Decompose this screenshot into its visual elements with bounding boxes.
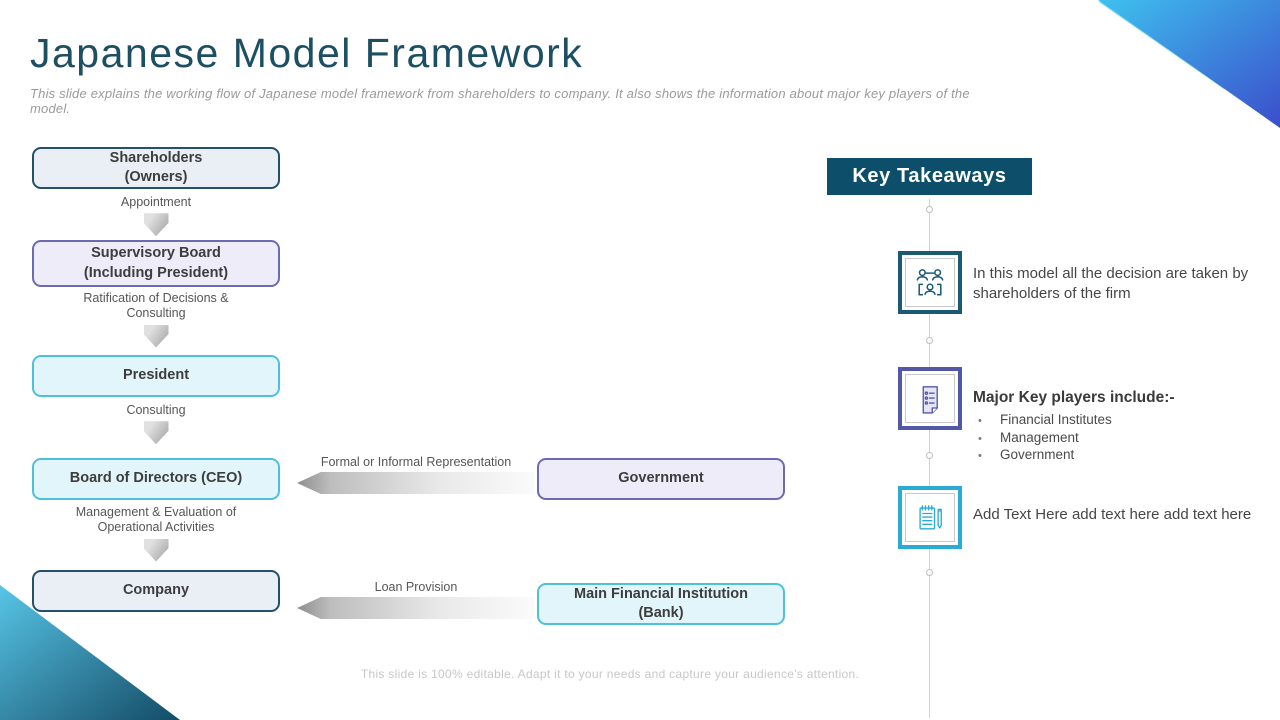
kt-item-icon-box [898,367,962,430]
connector-appointment: Appointment [32,195,280,237]
link-label: Formal or Informal Representation [320,455,512,469]
notepad-pencil-icon [919,504,942,529]
left-arrow-icon [297,597,535,619]
flow-node-label: Supervisory Board [91,245,221,262]
kt-item-heading: Major Key players include:- [973,389,1175,406]
page-subtitle: This slide explains the working flow of … [30,86,970,116]
connector-label: Management & Evaluation of Operational A… [75,505,237,535]
document-list-icon [922,385,938,414]
kt-bullet-text: Financial Institutes [1000,412,1112,427]
down-arrow-icon [143,538,169,562]
connector-ratification: Ratification of Decisions & Consulting [32,291,280,348]
flow-node-label: Main Financial Institution [574,585,748,602]
flow-node-label: Company [122,582,190,599]
page-title: Japanese Model Framework [30,30,584,76]
flow-node-board-of-directors: Board of Directors (CEO) [32,458,280,500]
flow-node-label: (Bank) [638,605,684,621]
kt-bullet: • Financial Institutes [978,412,1278,430]
left-arrow-icon [297,472,535,494]
kt-item-icon-frame [905,258,955,307]
kt-item-icon-box [898,251,962,314]
kt-bullet-text: Management [1000,429,1079,445]
connector-label: Ratification of Decisions & Consulting [83,291,229,321]
timeline-dot [926,452,933,459]
flow-node-label: (Including President) [83,264,229,281]
timeline-dot [926,206,933,213]
bullet-dot-icon: • [978,432,982,445]
flow-node-shareholders: Shareholders (Owners) [32,147,280,189]
flow-node-label: President [122,367,190,384]
kt-bullet-text: Government [1000,447,1075,462]
down-arrow-icon [143,324,169,348]
connector-label: Appointment [120,195,192,209]
flow-node-label: Government [618,470,704,487]
kt-bullet-list: • Financial Institutes • Management • Go… [978,412,1278,465]
kt-item-icon-frame [905,374,955,423]
timeline-dot [926,337,933,344]
connector-label: Consulting [126,403,186,417]
flow-node-government: Government [537,458,785,500]
kt-item-icon-box [898,486,962,549]
connector-management: Management & Evaluation of Operational A… [32,505,280,562]
bullet-dot-icon: • [978,415,982,427]
link-representation: Formal or Informal Representation [297,455,535,494]
team-structure-icon [916,268,944,295]
flow-node-label: Shareholders [109,149,203,166]
kt-item-text: Add Text Here add text here add text her… [973,506,1252,523]
flow-node-president: President [32,355,280,397]
timeline-dot [926,569,933,576]
flow-node-supervisory-board: Supervisory Board (Including President) [32,240,280,287]
link-loan-provision: Loan Provision [297,580,535,619]
flow-node-label: Board of Directors (CEO) [69,470,243,487]
flow-node-main-financial-institution: Main Financial Institution (Bank) [537,583,785,625]
down-arrow-icon [143,421,169,445]
link-label: Loan Provision [374,580,458,594]
bullet-dot-icon: • [978,450,982,462]
corner-triangle-bottom-left [0,585,180,720]
kt-bullet: • Management [978,430,1278,448]
slide-footer: This slide is 100% editable. Adapt it to… [360,667,860,681]
kt-item-icon-frame [905,493,955,542]
connector-consulting: Consulting [32,403,280,445]
corner-triangle-top-right [1098,0,1280,128]
flow-node-company: Company [32,570,280,612]
flow-node-label: (Owners) [124,169,188,185]
key-takeaways-header: Key Takeaways [827,158,1032,195]
kt-item-text: In this model all the decision are taken… [973,265,1249,303]
down-arrow-icon [143,213,169,237]
kt-bullet: • Government [978,447,1278,465]
